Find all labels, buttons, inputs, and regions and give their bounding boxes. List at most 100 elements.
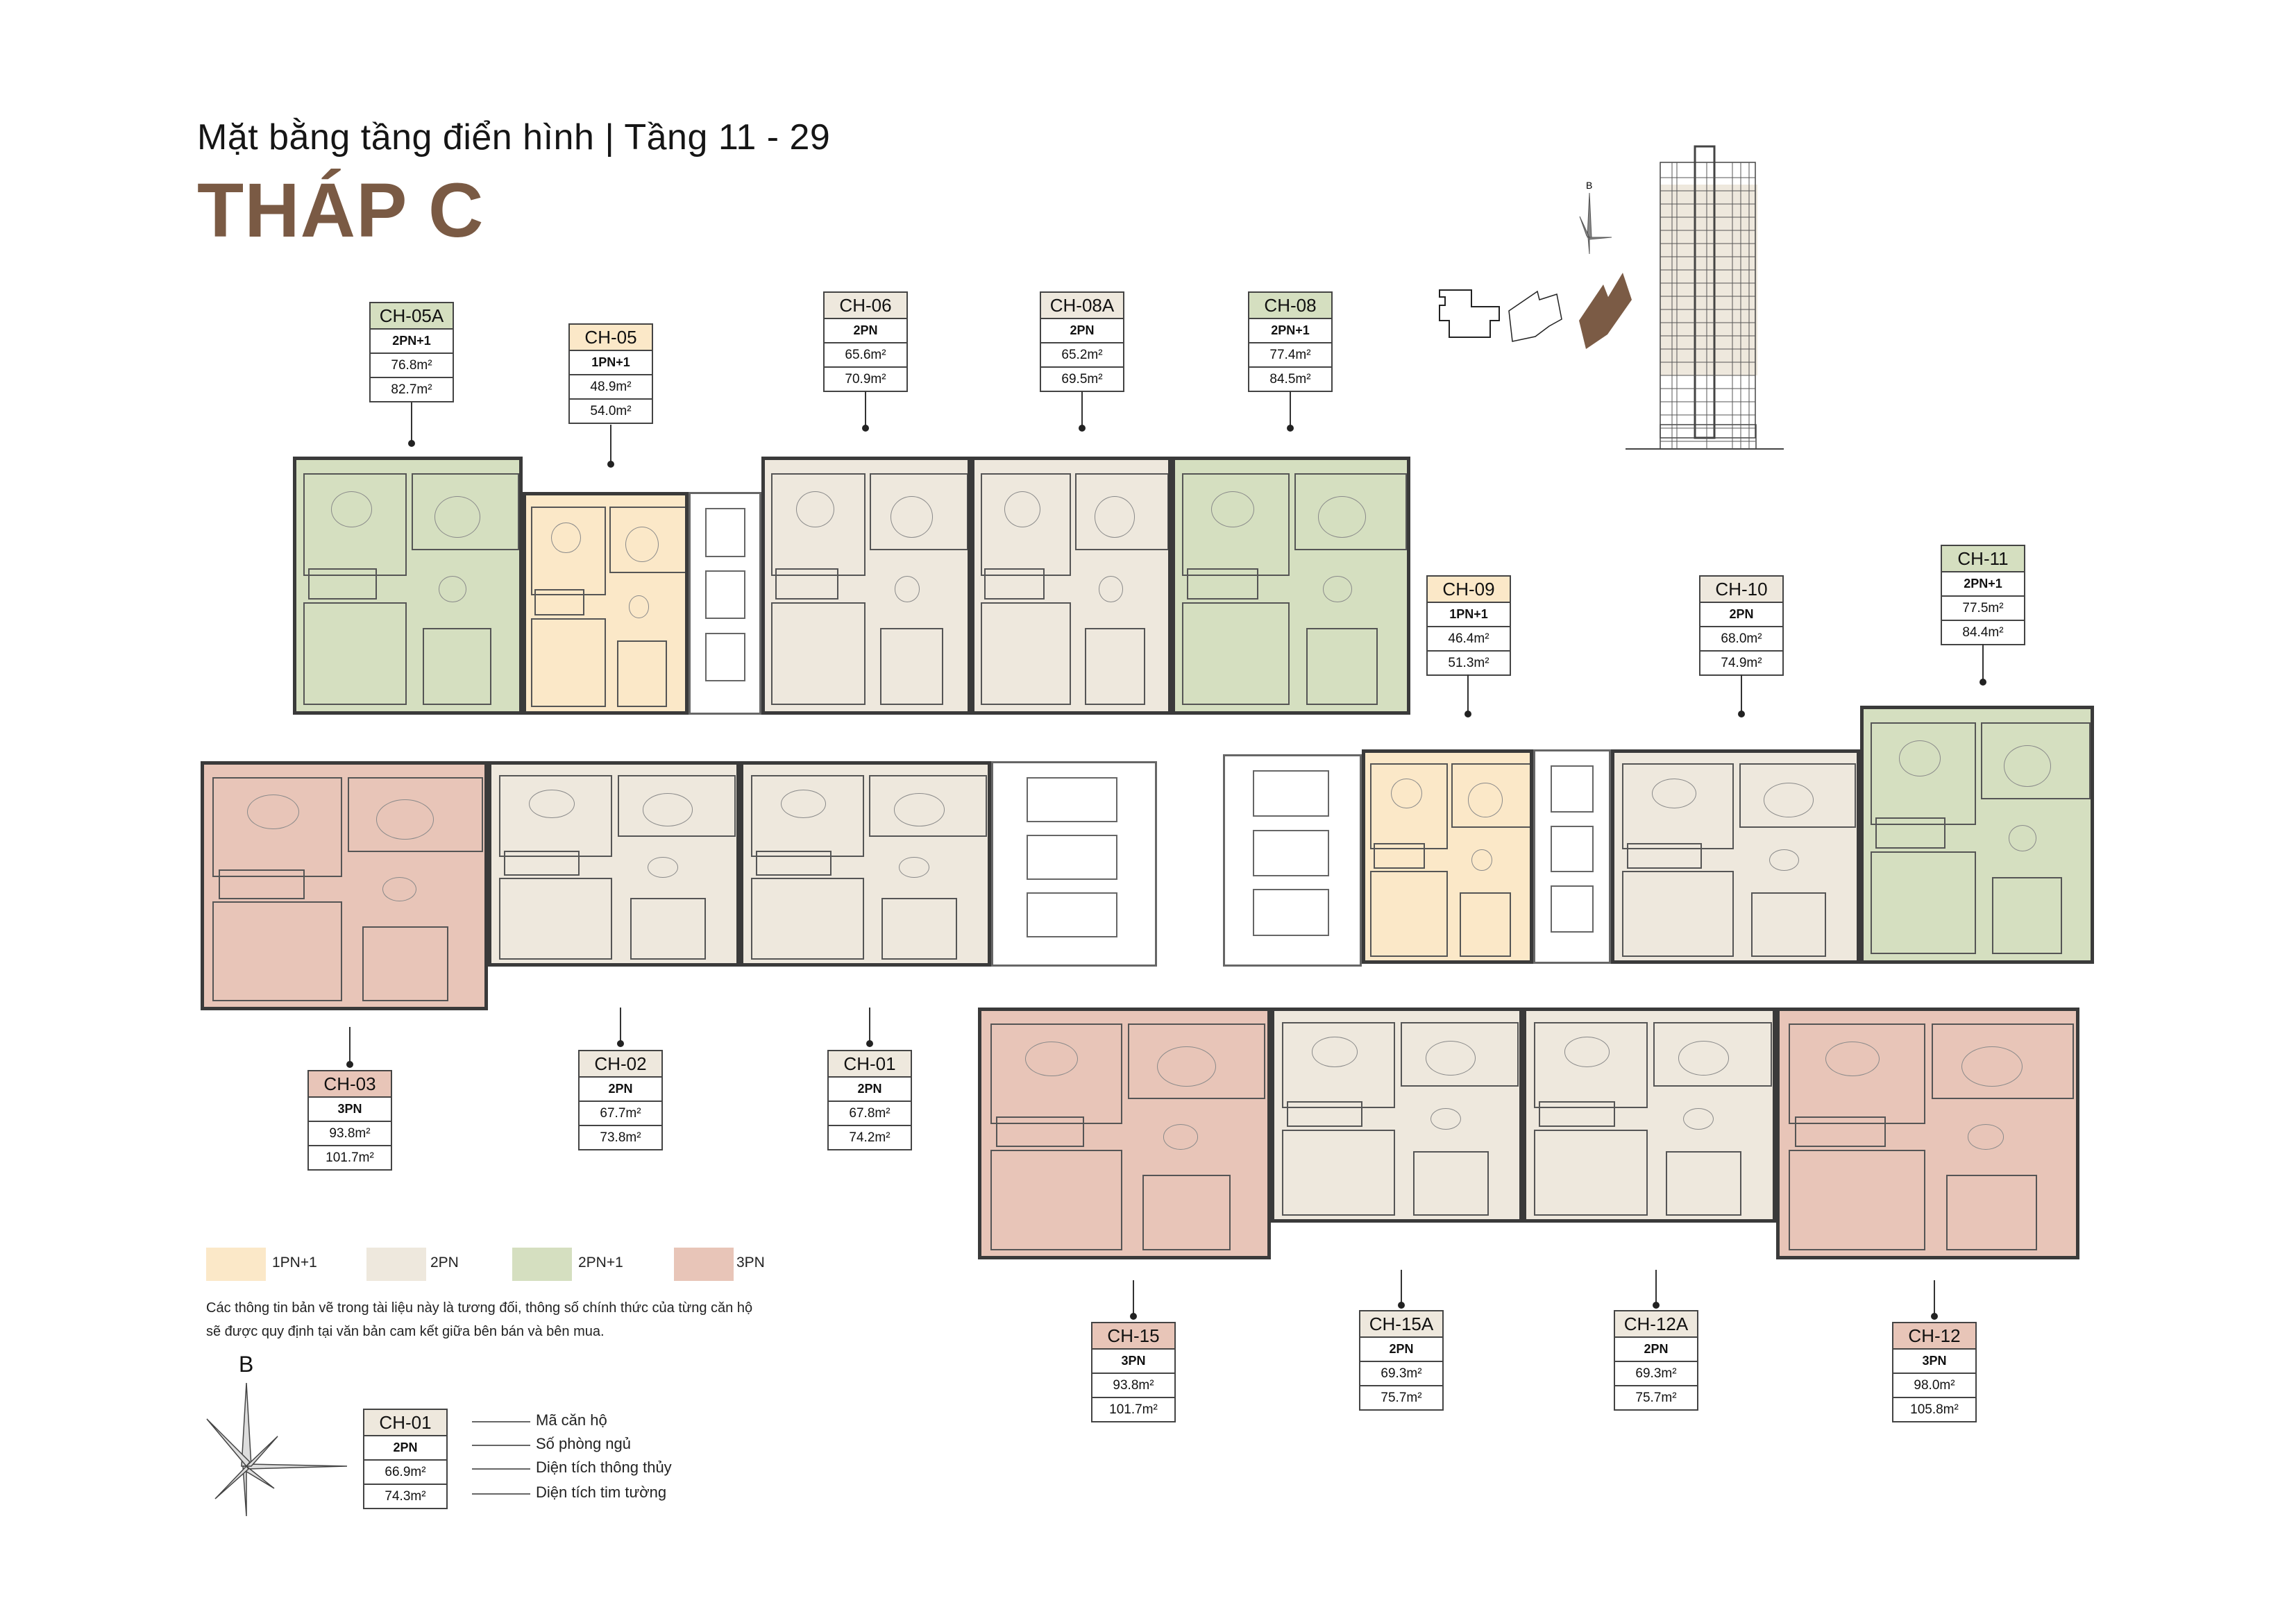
unit-ch-03[interactable]: [201, 761, 488, 1010]
room: [1789, 1149, 1925, 1250]
core-cell: [1026, 777, 1118, 823]
unit-ch-11[interactable]: [1860, 706, 2094, 964]
unit-leader-line: [1287, 391, 1294, 432]
unit-code: CH-10: [1700, 577, 1782, 602]
room: [771, 473, 866, 577]
unit-net-area: 98.0m²: [1893, 1373, 1975, 1397]
furniture-icon: [1210, 491, 1254, 527]
unit-net-area: 93.8m²: [1092, 1373, 1174, 1397]
furniture-icon: [1391, 779, 1422, 809]
unit-ch-15[interactable]: [978, 1008, 1271, 1259]
unit-bedrooms: 1PN+1: [1428, 602, 1510, 626]
unit-ch-15a[interactable]: [1271, 1008, 1523, 1223]
furniture-icon: [1323, 576, 1352, 602]
furniture-icon: [899, 857, 929, 878]
furniture-icon: [1678, 1041, 1729, 1076]
room: [1374, 842, 1426, 869]
north-label: B: [239, 1352, 254, 1377]
unit-ch-02[interactable]: [488, 761, 740, 967]
unit-bedrooms: 2PN: [1615, 1336, 1697, 1361]
unit-ch-09[interactable]: [1362, 749, 1533, 964]
unit-ch-08[interactable]: [1172, 457, 1410, 715]
furniture-icon: [642, 793, 693, 826]
unit-leader-line: [346, 1027, 353, 1068]
unit-gross-area: 101.7m²: [309, 1145, 391, 1169]
key-line: [472, 1445, 530, 1446]
unit-bedrooms: 3PN: [309, 1096, 391, 1121]
unit-net-area: 65.6m²: [825, 342, 906, 366]
furniture-icon: [796, 491, 834, 527]
furniture-icon: [625, 526, 659, 563]
key-sample-bedrooms: 2PN: [364, 1435, 446, 1459]
unit-ch-06[interactable]: [761, 457, 971, 715]
tower-a-footprint-icon: [1439, 289, 1500, 338]
unit-code: CH-05A: [371, 303, 453, 328]
unit-ch-10[interactable]: [1611, 749, 1860, 964]
stair-core: [1533, 749, 1611, 964]
room: [1306, 627, 1378, 706]
furniture-icon: [1683, 1107, 1714, 1130]
unit-leader-line: [1653, 1270, 1660, 1309]
room: [1946, 1174, 2038, 1250]
room: [1451, 763, 1530, 829]
room: [990, 1149, 1122, 1250]
unit-ch-05[interactable]: [523, 492, 689, 715]
unit-code: CH-05: [570, 325, 652, 350]
unit-code: CH-15A: [1360, 1311, 1442, 1336]
unit-leader-line: [1398, 1270, 1405, 1309]
unit-ch-12[interactable]: [1776, 1008, 2079, 1259]
room: [212, 776, 342, 877]
unit-ch-12a[interactable]: [1523, 1008, 1776, 1223]
core-cell: [1026, 834, 1118, 880]
room: [1871, 851, 1976, 955]
furniture-icon: [1099, 576, 1123, 602]
unit-leader-line: [617, 1008, 624, 1047]
key-line: [472, 1468, 530, 1470]
stair-core: [991, 761, 1157, 967]
unit-bedrooms: 3PN: [1092, 1348, 1174, 1373]
furniture-icon: [330, 491, 373, 527]
core-cell: [1253, 889, 1329, 936]
room: [1187, 568, 1259, 600]
furniture-icon: [890, 496, 933, 538]
key-sample-code: CH-01: [364, 1410, 446, 1435]
unit-gross-area: 73.8m²: [580, 1125, 661, 1149]
room: [756, 851, 832, 876]
north-arrow-small-icon: [1579, 192, 1612, 255]
room: [1539, 1101, 1615, 1128]
unit-code: CH-08: [1249, 293, 1331, 318]
core-cell: [1253, 829, 1329, 876]
disclaimer-line-1: Các thông tin bản vẽ trong tài liệu này …: [206, 1300, 753, 1316]
room: [1182, 473, 1290, 577]
unit-ch-05a[interactable]: [293, 457, 523, 715]
unit-gross-area: 105.8m²: [1893, 1397, 1975, 1421]
room: [1739, 763, 1857, 829]
room: [423, 627, 492, 706]
unit-bedrooms: 2PN: [580, 1076, 661, 1101]
room: [504, 851, 580, 876]
unit-gross-area: 74.2m²: [829, 1125, 911, 1149]
furniture-icon: [376, 799, 434, 840]
unit-ch-01[interactable]: [740, 761, 991, 967]
unit-code: CH-06: [825, 293, 906, 318]
tower-b-footprint-icon: [1508, 290, 1562, 342]
room: [617, 640, 668, 707]
key-plan-north-label: B: [1586, 180, 1592, 191]
unit-ch-08a[interactable]: [971, 457, 1172, 715]
legend-label: 3PN: [736, 1255, 765, 1271]
